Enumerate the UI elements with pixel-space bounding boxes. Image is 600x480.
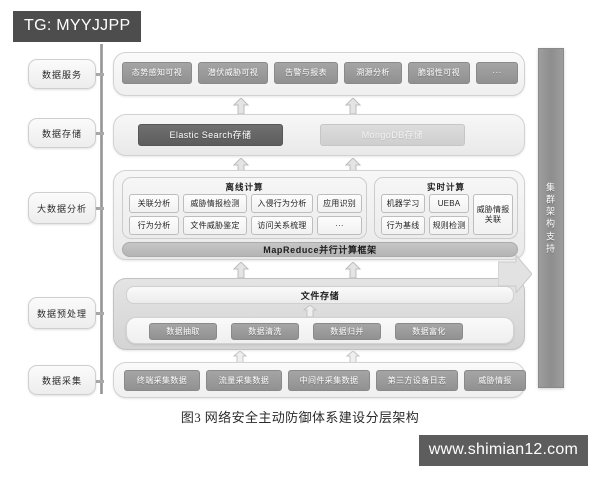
collection-chip-middleware[interactable]: 中间件采集数据	[288, 370, 370, 391]
mapreduce-framework-bar[interactable]: MapReduce并行计算框架	[122, 242, 518, 257]
offline-computing-title: 离线计算	[225, 182, 264, 192]
data-collection-panel: 终端采集数据 流量采集数据 中间件采集数据 第三方设备日志 威胁情报	[113, 362, 526, 398]
flow-arrow-analysis-to-storage-right	[345, 158, 361, 174]
offline-box-access-relation[interactable]: 访问关系梳理	[251, 216, 313, 235]
preprocess-chip-cleanse[interactable]: 数据清洗	[231, 323, 299, 340]
collection-chip-traffic[interactable]: 流量采集数据	[206, 370, 282, 391]
figure-caption: 图3 网络安全主动防御体系建设分层架构	[180, 410, 420, 425]
layer-label-text: 数据存储	[41, 128, 82, 139]
offline-box-correlation-analysis[interactable]: 关联分析	[129, 194, 179, 213]
cluster-support-column[interactable]: 集群架构支持	[538, 48, 564, 388]
file-storage-bar[interactable]: 文件存储	[126, 286, 514, 304]
preprocess-chip-merge[interactable]: 数据归并	[313, 323, 381, 340]
spine-tick-preprocess	[92, 312, 104, 315]
service-chip-vulnerability-view[interactable]: 脆弱性可视	[408, 62, 470, 84]
service-chip-latent-threat[interactable]: 潜伏威胁可视	[198, 62, 268, 84]
realtime-box-machine-learning[interactable]: 机器学习	[381, 194, 425, 213]
realtime-box-rule-detection[interactable]: 规则检测	[429, 216, 469, 235]
layer-spine-line	[100, 44, 103, 394]
data-preprocess-panel: 文件存储 数据抽取 数据清洗 数据归并 数据富化	[113, 278, 525, 350]
cluster-support-arrow-icon	[497, 253, 533, 298]
offline-computing-group: 离线计算 关联分析 威胁情报检测 入侵行为分析 应用识别 行为分析 文件威胁鉴定…	[122, 177, 367, 239]
collection-chip-thirdparty-log[interactable]: 第三方设备日志	[376, 370, 458, 391]
big-data-analysis-panel: 离线计算 关联分析 威胁情报检测 入侵行为分析 应用识别 行为分析 文件威胁鉴定…	[113, 170, 525, 260]
service-chip-more[interactable]: ···	[476, 62, 518, 84]
layer-label-data-collection[interactable]: 数据采集	[28, 365, 96, 395]
flow-arrow-collection-to-preprocess-right	[346, 351, 360, 363]
service-chip-traceback-analysis[interactable]: 溯源分析	[344, 62, 402, 84]
tg-tag-badge: TG: MYYJJPP	[13, 11, 142, 42]
preprocess-chip-enrich[interactable]: 数据富化	[395, 323, 463, 340]
preprocess-inner-panel: 数据抽取 数据清洗 数据归并 数据富化	[126, 317, 514, 344]
site-watermark: www.shimian12.com	[418, 435, 588, 466]
spine-tick-data-storage	[92, 132, 104, 135]
flow-arrow-preprocess-to-analysis-left	[233, 262, 249, 278]
spine-tick-data-service	[92, 73, 104, 76]
layer-label-data-preprocess[interactable]: 数据预处理	[28, 297, 96, 329]
flow-arrow-preprocess-internal	[303, 305, 317, 317]
flow-arrow-collection-to-preprocess-left	[233, 351, 247, 363]
preprocess-chip-extract[interactable]: 数据抽取	[149, 323, 217, 340]
collection-chip-endpoint[interactable]: 终端采集数据	[124, 370, 200, 391]
realtime-box-threat-intel-correlation[interactable]: 威胁情报关联	[473, 194, 513, 235]
offline-box-more[interactable]: ···	[317, 216, 362, 235]
architecture-diagram: 数据服务 数据存储 大数据分析 数据预处理 数据采集 态势感知可视 潜伏威胁可视…	[0, 40, 600, 405]
flow-arrow-storage-to-service-right	[345, 98, 361, 114]
offline-box-behavior-analysis[interactable]: 行为分析	[129, 216, 179, 235]
offline-box-file-threat-verdict[interactable]: 文件威胁鉴定	[183, 216, 247, 235]
data-service-panel: 态势感知可视 潜伏威胁可视 告警与报表 溯源分析 脆弱性可视 ···	[113, 52, 525, 96]
realtime-box-ueba[interactable]: UEBA	[429, 194, 469, 213]
offline-box-app-identification[interactable]: 应用识别	[317, 194, 362, 213]
realtime-computing-title: 实时计算	[426, 182, 465, 192]
data-storage-panel: Elastic Search存储 MongoDB存储	[113, 114, 525, 156]
layer-label-data-service[interactable]: 数据服务	[28, 59, 96, 89]
flow-arrow-analysis-to-storage-left	[233, 158, 249, 174]
layer-label-text: 大数据分析	[36, 203, 87, 214]
spine-tick-collection	[92, 380, 104, 383]
collection-chip-threat-intel[interactable]: 威胁情报	[464, 370, 526, 391]
storage-chip-mongodb[interactable]: MongoDB存储	[320, 124, 465, 146]
offline-box-intrusion-behavior[interactable]: 入侵行为分析	[251, 194, 313, 213]
realtime-computing-group: 实时计算 机器学习 UEBA 威胁情报关联 行为基线 规则检测	[374, 177, 518, 239]
service-chip-situational-awareness[interactable]: 态势感知可视	[122, 62, 192, 84]
storage-chip-elasticsearch[interactable]: Elastic Search存储	[138, 124, 283, 146]
flow-arrow-preprocess-to-analysis-right	[345, 262, 361, 278]
flow-arrow-storage-to-service-left	[233, 98, 249, 114]
layer-label-text: 数据预处理	[36, 308, 87, 319]
layer-label-text: 数据采集	[41, 375, 82, 386]
layer-label-text: 数据服务	[41, 69, 82, 80]
spine-tick-big-data	[92, 207, 104, 210]
cluster-support-label: 集群架构支持	[545, 182, 556, 254]
layer-label-data-storage[interactable]: 数据存储	[28, 118, 96, 148]
realtime-box-behavior-baseline[interactable]: 行为基线	[381, 216, 425, 235]
offline-box-threat-intel-detect[interactable]: 威胁情报检测	[183, 194, 247, 213]
service-chip-alert-report[interactable]: 告警与报表	[274, 62, 338, 84]
layer-label-big-data-analysis[interactable]: 大数据分析	[28, 192, 96, 224]
